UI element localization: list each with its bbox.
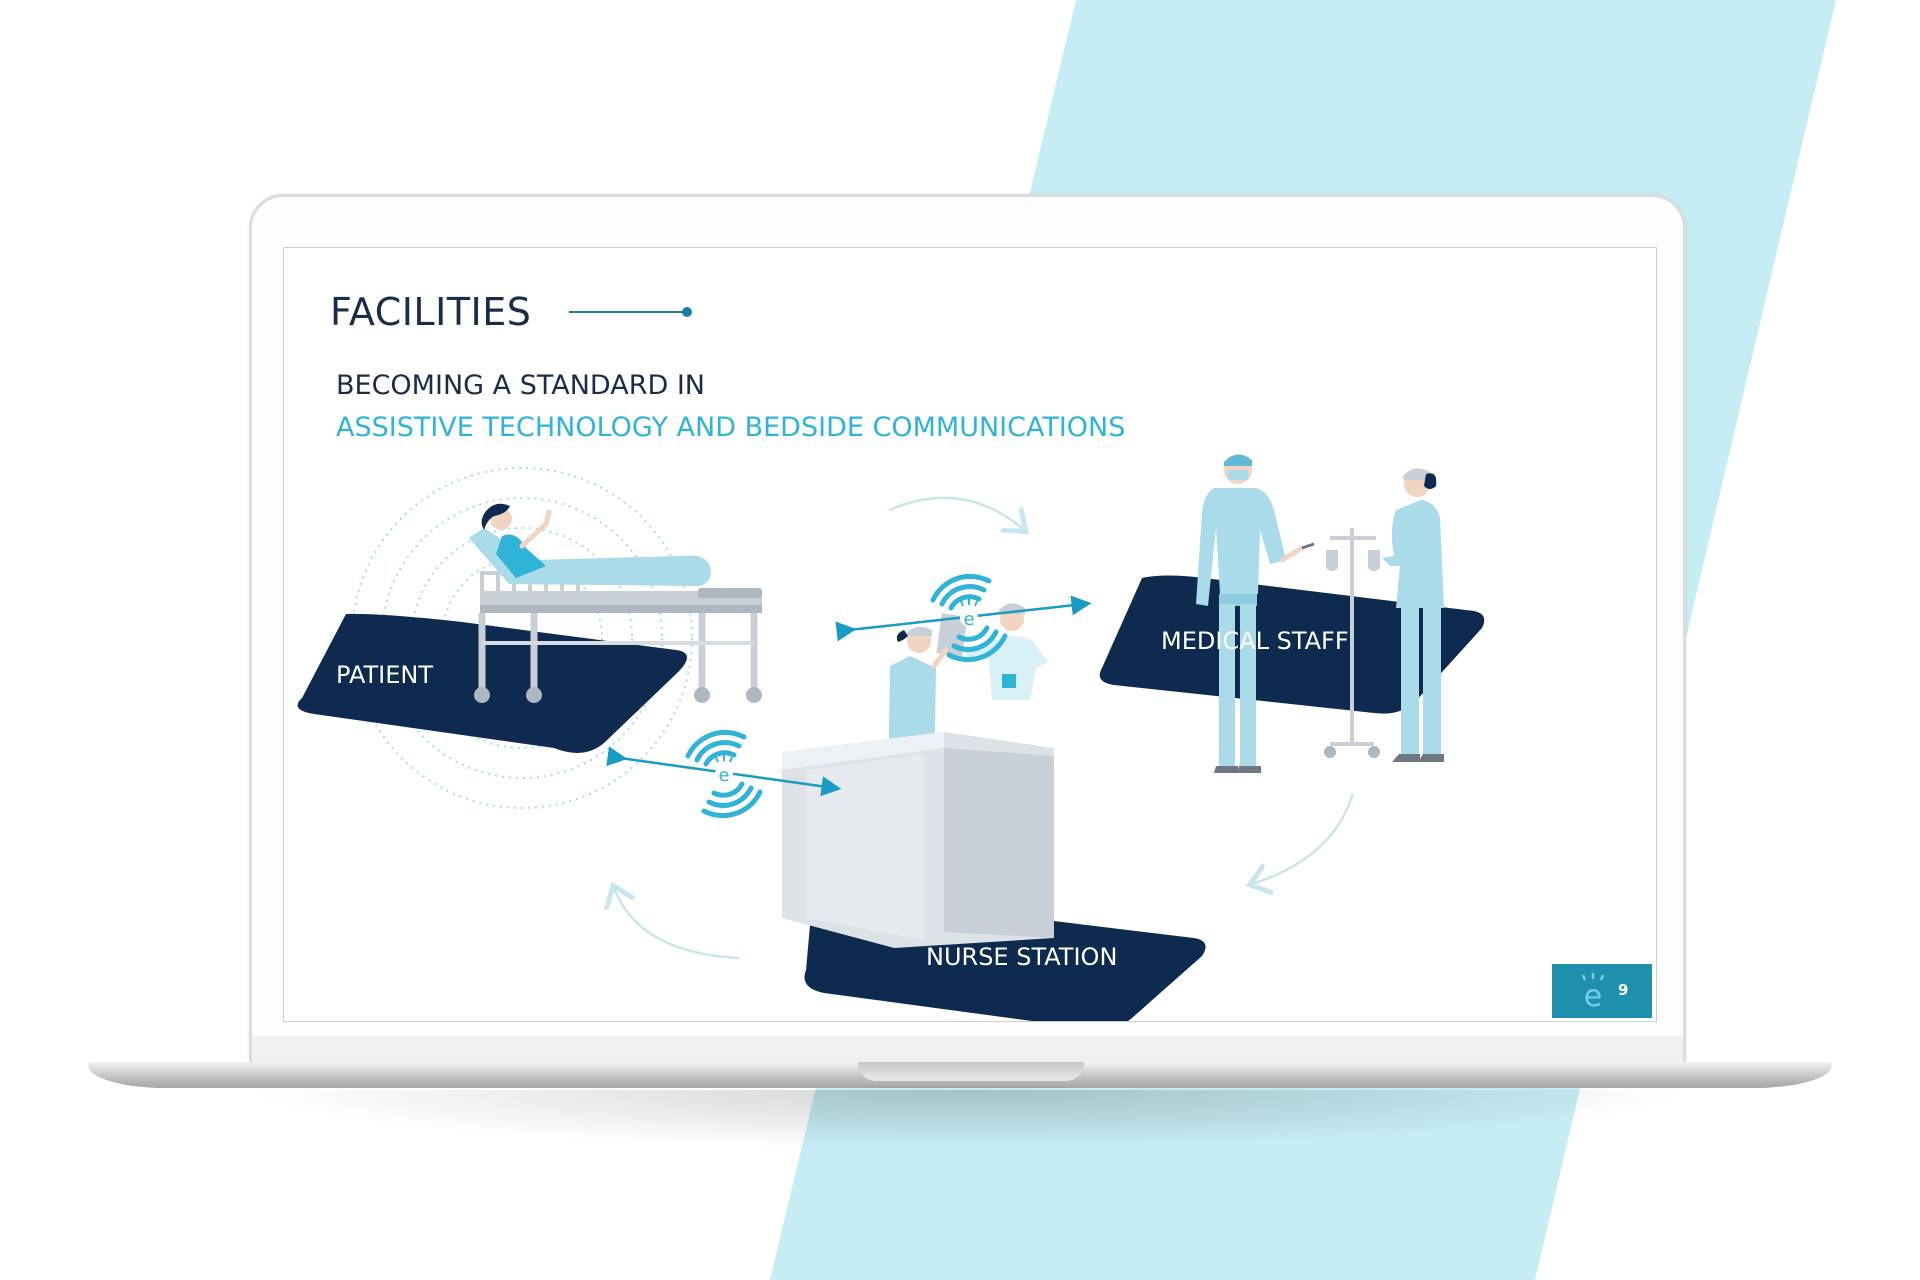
nurse-figure-icon <box>1382 468 1444 762</box>
cycle-arrow-icon <box>614 888 740 960</box>
nurse-station-desk-icon <box>782 603 1054 948</box>
brand-logo-icon: e <box>1581 973 1605 1012</box>
cycle-arrow-icon <box>1252 792 1355 884</box>
patient-zone <box>297 613 688 753</box>
facilities-diagram: e <box>297 454 1485 1021</box>
slide-subtitle-line-1: BECOMING A STANDARD IN <box>336 370 705 401</box>
patient-label: PATIENT <box>336 661 433 689</box>
iv-stand-icon <box>1324 528 1380 758</box>
laptop-bezel-bottom <box>252 1036 1683 1062</box>
medical-staff-label: MEDICAL STAFF <box>1161 627 1349 655</box>
page-number: 9 <box>1618 981 1629 999</box>
slide-title: FACILITIES <box>330 290 532 334</box>
laptop-shadow <box>240 1090 1700 1150</box>
presentation-slide: e <box>283 247 1657 1022</box>
nurse-station-label: NURSE STATION <box>926 943 1117 971</box>
title-divider <box>569 311 687 313</box>
page-number-badge: e 9 <box>1552 964 1652 1018</box>
doctor-figure-icon <box>1196 454 1315 773</box>
cycle-arrow-icon <box>888 496 1024 530</box>
connection-patient-nurse <box>606 732 842 815</box>
svg-text:e: e <box>1584 979 1602 1012</box>
laptop-notch <box>858 1062 1084 1081</box>
slide-subtitle-line-2: ASSISTIVE TECHNOLOGY AND BEDSIDE COMMUNI… <box>336 412 1126 443</box>
connection-patient-staff <box>835 576 1092 659</box>
medical-staff-zone <box>1099 575 1485 714</box>
title-dot <box>682 307 692 317</box>
signal-e-icon <box>688 732 760 815</box>
patient-bed-icon <box>469 503 762 703</box>
